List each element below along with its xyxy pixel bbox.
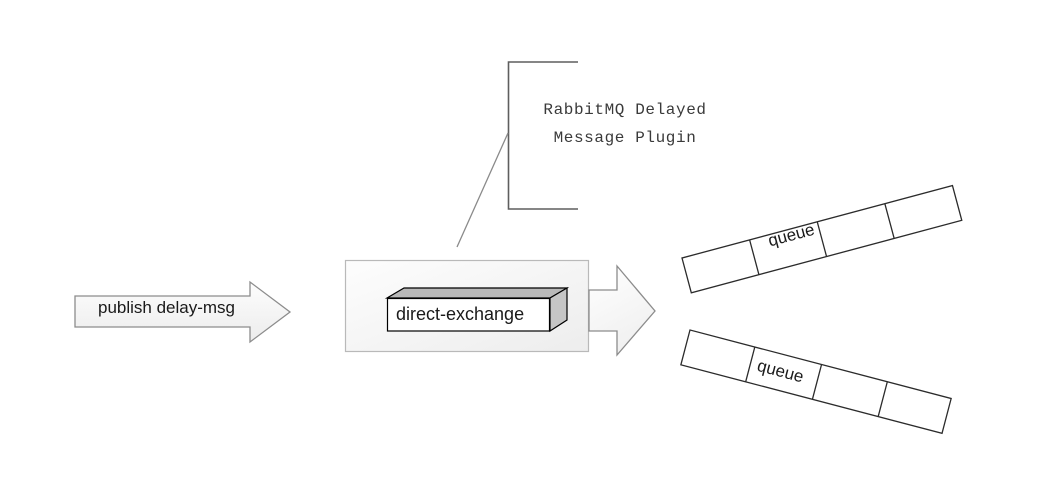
plugin-callout-label: RabbitMQ Delayed Message Plugin	[520, 96, 730, 152]
callout-bracket	[507, 61, 578, 210]
direct-exchange-label: direct-exchange	[396, 304, 525, 324]
plugin-callout-line1: RabbitMQ Delayed	[543, 101, 707, 119]
publish-arrow-label: publish delay-msg	[98, 298, 236, 317]
queue-top[interactable]	[681, 184, 963, 294]
callout-leader-line	[456, 132, 509, 248]
publish-arrow-shape[interactable]	[74, 280, 292, 344]
queue-bottom[interactable]	[680, 329, 952, 435]
plugin-callout-line2: Message Plugin	[553, 129, 697, 147]
direct-exchange-box[interactable]	[384, 286, 570, 333]
exchange-output-arrow[interactable]	[588, 264, 656, 357]
